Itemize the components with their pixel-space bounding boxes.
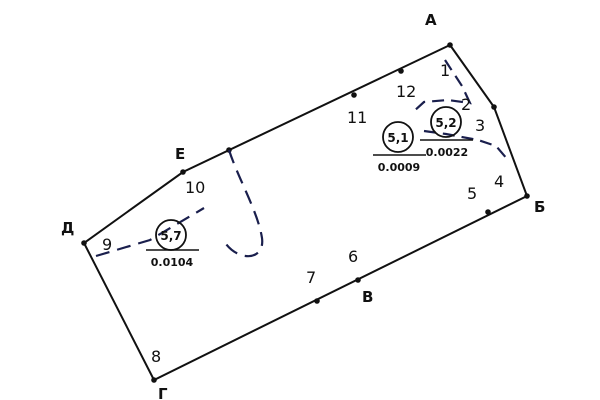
- point-label-6: 6: [348, 247, 358, 266]
- plot-id-label: 5,2: [435, 116, 456, 130]
- point-label-10: 10: [185, 178, 205, 197]
- corner-label-d: Д: [61, 219, 74, 237]
- point-label-1: 1: [440, 61, 450, 80]
- point-label-9: 9: [102, 235, 112, 254]
- corner-label-g: Г: [158, 385, 168, 400]
- vertex-dot: [151, 377, 157, 383]
- plot-id-label: 5,1: [387, 131, 408, 145]
- point-label-5: 5: [467, 184, 477, 203]
- point-label-3: 3: [475, 116, 485, 135]
- point-label-12: 12: [396, 82, 416, 101]
- vertex-dot: [524, 193, 530, 199]
- plot-circle-51: [382, 121, 414, 153]
- plot-circle-52: [430, 106, 462, 138]
- dashed-subdivision-left: [225, 149, 264, 258]
- vertex-dot: [447, 42, 453, 48]
- vertex-dot: [491, 104, 497, 110]
- corner-label-a: А: [425, 11, 437, 29]
- vertex-dot: [398, 68, 404, 74]
- vertex-dot: [180, 169, 186, 175]
- vertex-dot: [81, 240, 87, 246]
- plot-area-label: 0.0104: [151, 256, 194, 269]
- dashed-subdivision-right-bottom: [423, 129, 509, 161]
- vertex-dot: [485, 209, 491, 215]
- vertex-dot: [355, 277, 361, 283]
- point-label-7: 7: [306, 268, 316, 287]
- vertex-dot: [351, 92, 357, 98]
- point-label-8: 8: [151, 347, 161, 366]
- point-label-11: 11: [347, 108, 367, 127]
- dashed-subdivision-right-top: [412, 59, 472, 113]
- corner-label-b: Б: [534, 198, 545, 216]
- corner-label-e: Е: [175, 145, 185, 163]
- point-label-2: 2: [461, 95, 471, 114]
- plot-area-label: 0.0022: [426, 146, 468, 159]
- vertex-dot: [314, 298, 320, 304]
- corner-label-v: В: [362, 288, 373, 306]
- dashed-subdivision-bottom: [95, 207, 205, 258]
- plot-area-label: 0.0009: [378, 161, 420, 174]
- point-label-4: 4: [494, 172, 504, 191]
- plot-id-label: 5,7: [160, 229, 181, 243]
